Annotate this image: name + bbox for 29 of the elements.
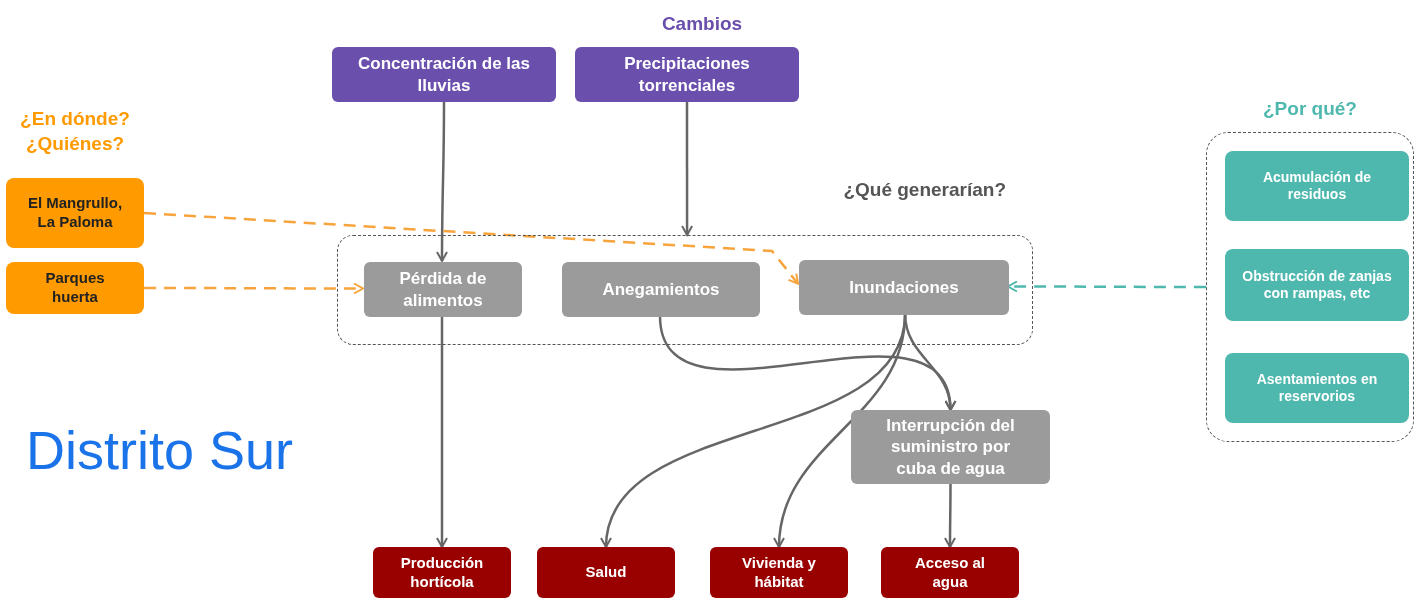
- cause-box: Acumulación de residuos: [1225, 151, 1409, 221]
- cause-box: Obstrucción de zanjas con rampas, etc: [1225, 249, 1409, 321]
- arrow: [773, 313, 907, 548]
- group-heading: ¿Qué generarían?: [843, 178, 1006, 202]
- arrow: [436, 316, 448, 548]
- place-box: Parques huerta: [6, 262, 144, 314]
- arrow: [1007, 280, 1206, 293]
- place-box: El Mangrullo, La Paloma: [6, 178, 144, 248]
- impact-box: Producción hortícola: [373, 547, 511, 598]
- impact-box: Salud: [537, 547, 675, 598]
- cause-box: Asentamientos en reservorios: [1225, 353, 1409, 423]
- arrow: [944, 484, 956, 548]
- arrow: [143, 211, 799, 285]
- change-box: Precipitaciones torrenciales: [575, 47, 799, 102]
- arrow: [436, 102, 448, 262]
- group-heading: ¿Por qué?: [1262, 97, 1358, 121]
- effect-box: Inundaciones: [799, 260, 1009, 315]
- effect-box: Anegamientos: [562, 262, 760, 317]
- impact-box: Acceso al agua: [881, 547, 1019, 598]
- change-box: Concentración de las lluvias: [332, 47, 556, 102]
- arrow: [681, 102, 694, 236]
- section-heading: Cambios: [660, 12, 744, 36]
- arrow: [144, 282, 364, 295]
- section-heading: ¿Quiénes?: [24, 132, 126, 156]
- section-heading: ¿En dónde?: [19, 107, 131, 131]
- title: Distrito Sur: [26, 419, 294, 482]
- effect-box: Pérdida de alimentos: [364, 262, 522, 317]
- effect-box: Interrupción del suministro por cuba de agua: [851, 410, 1050, 484]
- impact-box: Vivienda y hábitat: [710, 547, 848, 598]
